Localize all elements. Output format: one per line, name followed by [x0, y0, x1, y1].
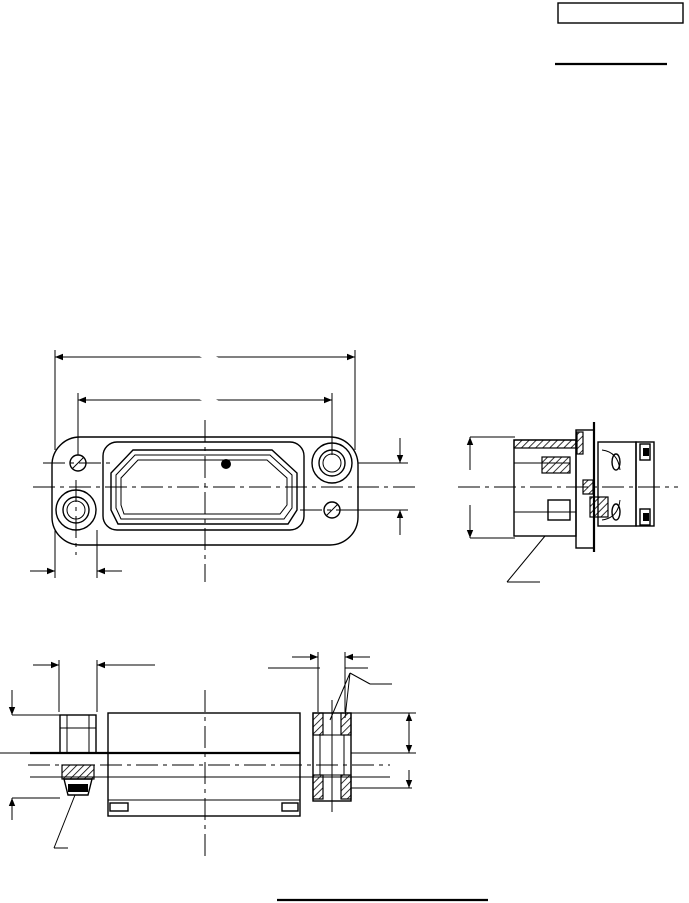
- bottom-view: [0, 652, 416, 858]
- side-view: [458, 422, 678, 583]
- front-view: [30, 349, 420, 582]
- title-box: [557, 2, 684, 24]
